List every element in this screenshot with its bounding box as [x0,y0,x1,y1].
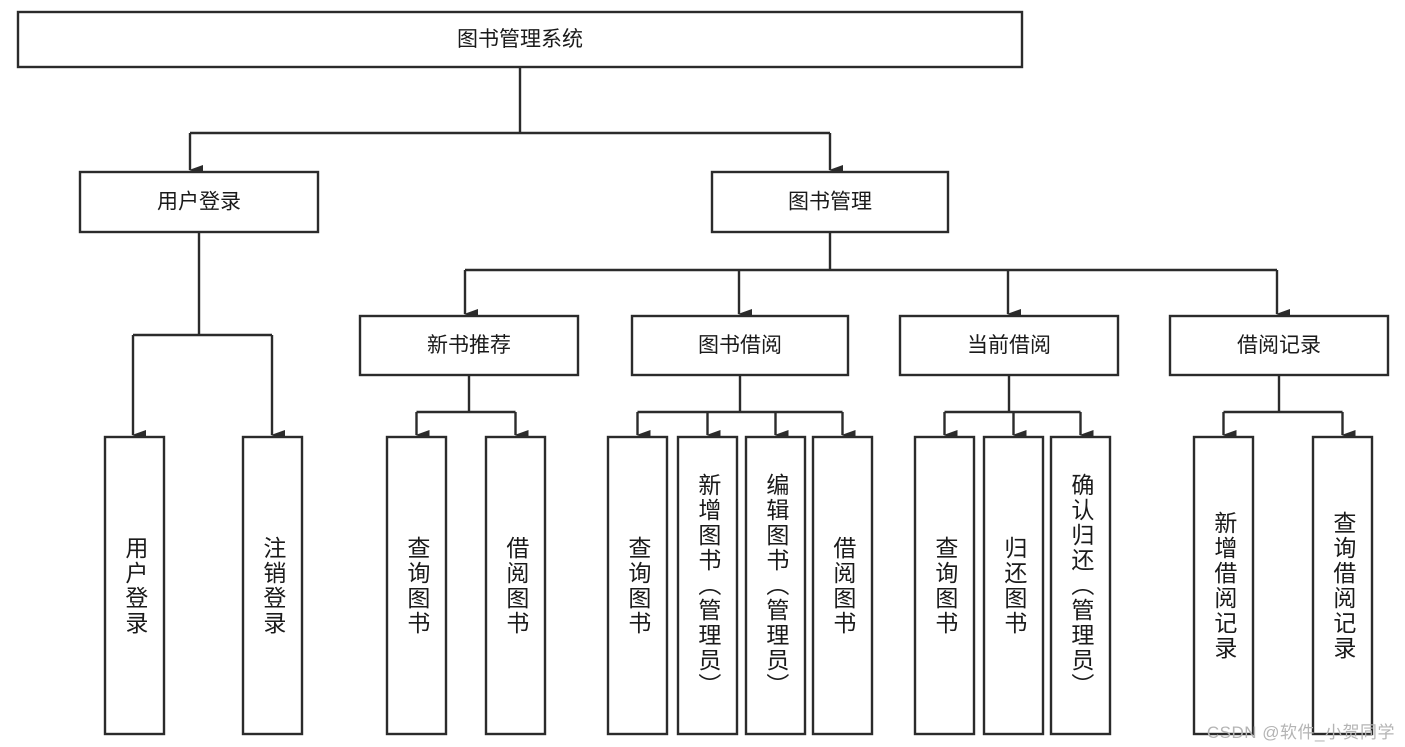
leaf-box-6[interactable] [744,435,807,736]
level3-label-1: 图书借阅 [698,334,782,357]
leaf-box-10[interactable] [1049,435,1112,736]
leaf-box-4[interactable] [606,435,669,736]
leaf-box-11[interactable] [1192,435,1255,736]
root-label-0: 图书管理系统 [457,28,583,51]
leaf-box-12[interactable] [1311,435,1374,736]
box-layer [16,10,1390,736]
root-box-0[interactable] [16,10,1024,69]
level3-box-2[interactable] [898,314,1120,377]
level3-label-0: 新书推荐 [427,334,511,357]
level3-label-3: 借阅记录 [1237,334,1321,357]
leaf-box-1[interactable] [241,435,304,736]
level2-label-1: 图书管理 [788,191,872,214]
leaf-box-8[interactable] [913,435,976,736]
level3-box-0[interactable] [358,314,580,377]
level2-label-0: 用户登录 [157,191,241,214]
leaf-box-7[interactable] [811,435,874,736]
connector-layer [131,67,1356,440]
level2-box-0[interactable] [78,170,320,234]
level3-label-2: 当前借阅 [967,334,1051,357]
leaf-box-3[interactable] [484,435,547,736]
level3-box-1[interactable] [630,314,850,377]
leaf-box-2[interactable] [385,435,448,736]
level2-box-1[interactable] [710,170,950,234]
leaf-box-5[interactable] [676,435,739,736]
level3-box-3[interactable] [1168,314,1390,377]
leaf-box-0[interactable] [103,435,166,736]
leaf-box-9[interactable] [982,435,1045,736]
csdn-watermark: CSDN @软件_小贺同学 [1206,723,1395,742]
